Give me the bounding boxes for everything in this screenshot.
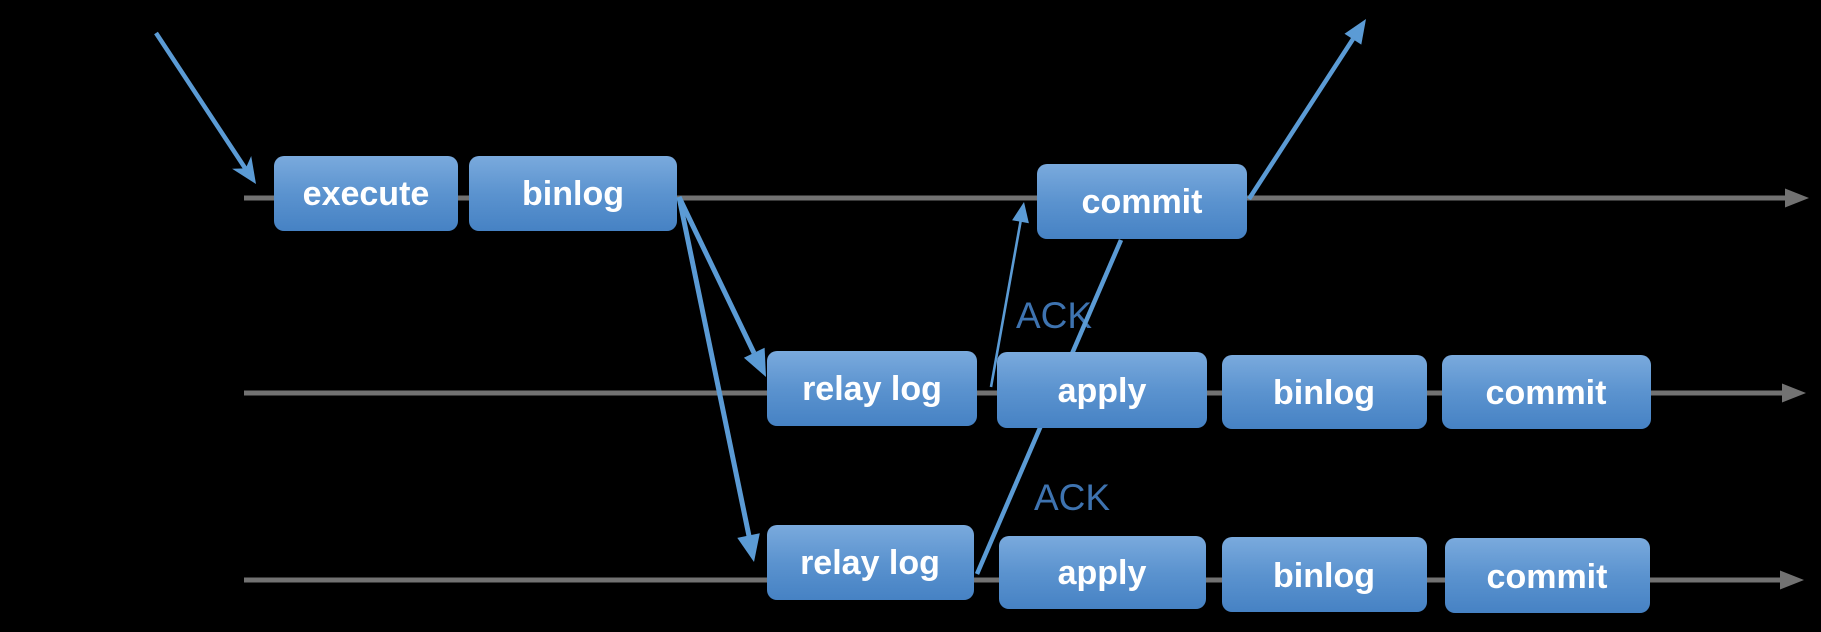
svg-text:ACK: ACK [1016,295,1092,336]
svg-text:ACK: ACK [1034,477,1110,518]
svg-text:commit: commit [1487,558,1608,596]
svg-text:apply: apply [1058,554,1147,592]
svg-text:execute: execute [303,175,430,213]
svg-text:binlog: binlog [1273,557,1375,595]
svg-text:relay log: relay log [800,544,940,582]
svg-text:apply: apply [1058,372,1147,410]
svg-text:binlog: binlog [1273,374,1375,412]
svg-text:commit: commit [1082,183,1203,221]
svg-text:binlog: binlog [522,175,624,213]
svg-text:commit: commit [1486,374,1607,412]
svg-text:relay log: relay log [802,370,942,408]
